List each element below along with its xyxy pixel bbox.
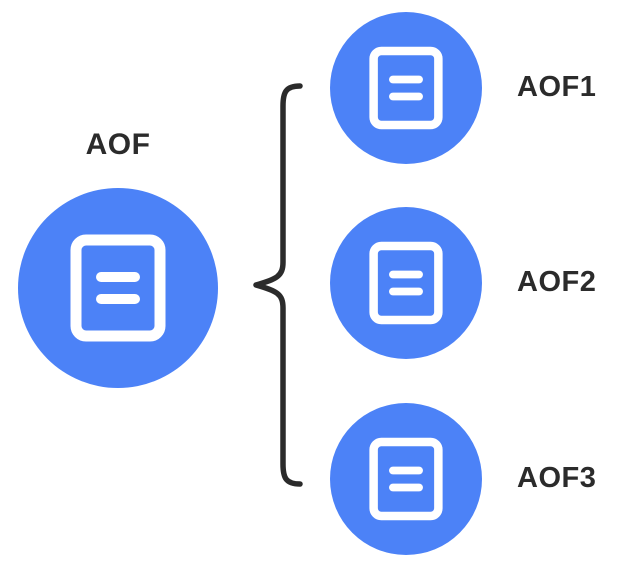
node-circle-aof2[interactable] — [330, 207, 482, 359]
document-icon — [369, 241, 443, 325]
node-circle-aof[interactable] — [18, 188, 218, 388]
node-circle-aof1[interactable] — [330, 12, 482, 164]
node-circle-aof3[interactable] — [330, 403, 482, 555]
document-icon — [369, 437, 443, 521]
node-label-aof2: AOF2 — [517, 266, 597, 298]
document-icon — [70, 234, 166, 342]
node-label-aof3: AOF3 — [517, 462, 597, 494]
curly-brace-connector — [253, 83, 303, 487]
node-label-aof: AOF — [85, 128, 151, 161]
node-label-aof1: AOF1 — [517, 71, 597, 103]
document-icon — [369, 46, 443, 130]
